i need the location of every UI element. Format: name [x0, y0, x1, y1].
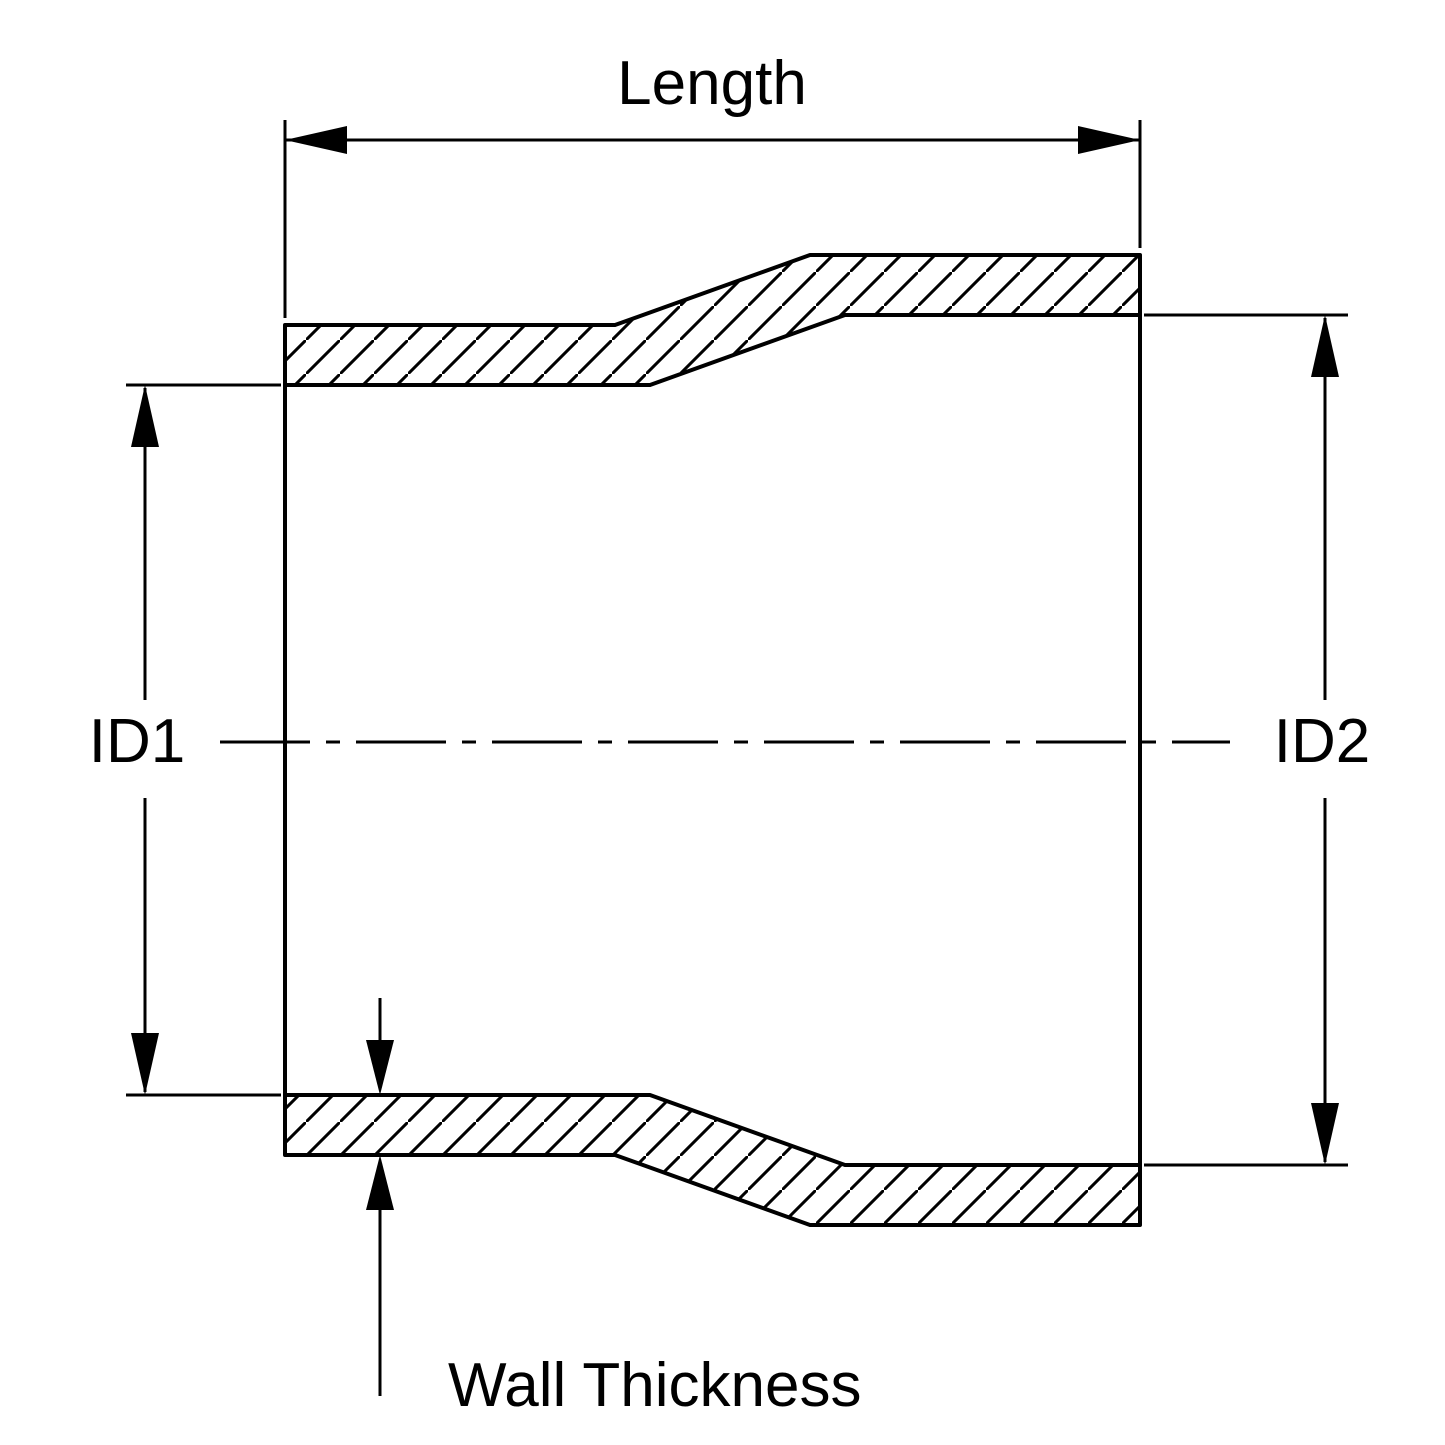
top-wall-section — [283, 253, 1142, 387]
wall-thickness-dimension: Wall Thickness — [366, 998, 861, 1420]
id2-dimension: ID2 — [1144, 313, 1370, 1167]
bottom-wall-section — [283, 1093, 1142, 1227]
id2-label: ID2 — [1274, 707, 1370, 776]
arrowhead-down-icon — [366, 1040, 394, 1095]
length-label: Length — [617, 49, 807, 118]
id1-label: ID1 — [89, 707, 185, 776]
arrowhead-up-icon — [366, 1155, 394, 1210]
arrowhead-down-icon — [131, 1033, 159, 1095]
arrowhead-up-icon — [131, 385, 159, 447]
length-dimension: Length — [283, 49, 1142, 318]
arrowhead-down-icon — [1311, 1103, 1339, 1165]
arrowhead-left-icon — [285, 126, 347, 154]
wall-thickness-label: Wall Thickness — [448, 1351, 861, 1420]
arrowhead-up-icon — [1311, 315, 1339, 377]
arrowhead-right-icon — [1078, 126, 1140, 154]
id1-dimension: ID1 — [89, 383, 281, 1097]
reducer-part — [220, 253, 1230, 1227]
